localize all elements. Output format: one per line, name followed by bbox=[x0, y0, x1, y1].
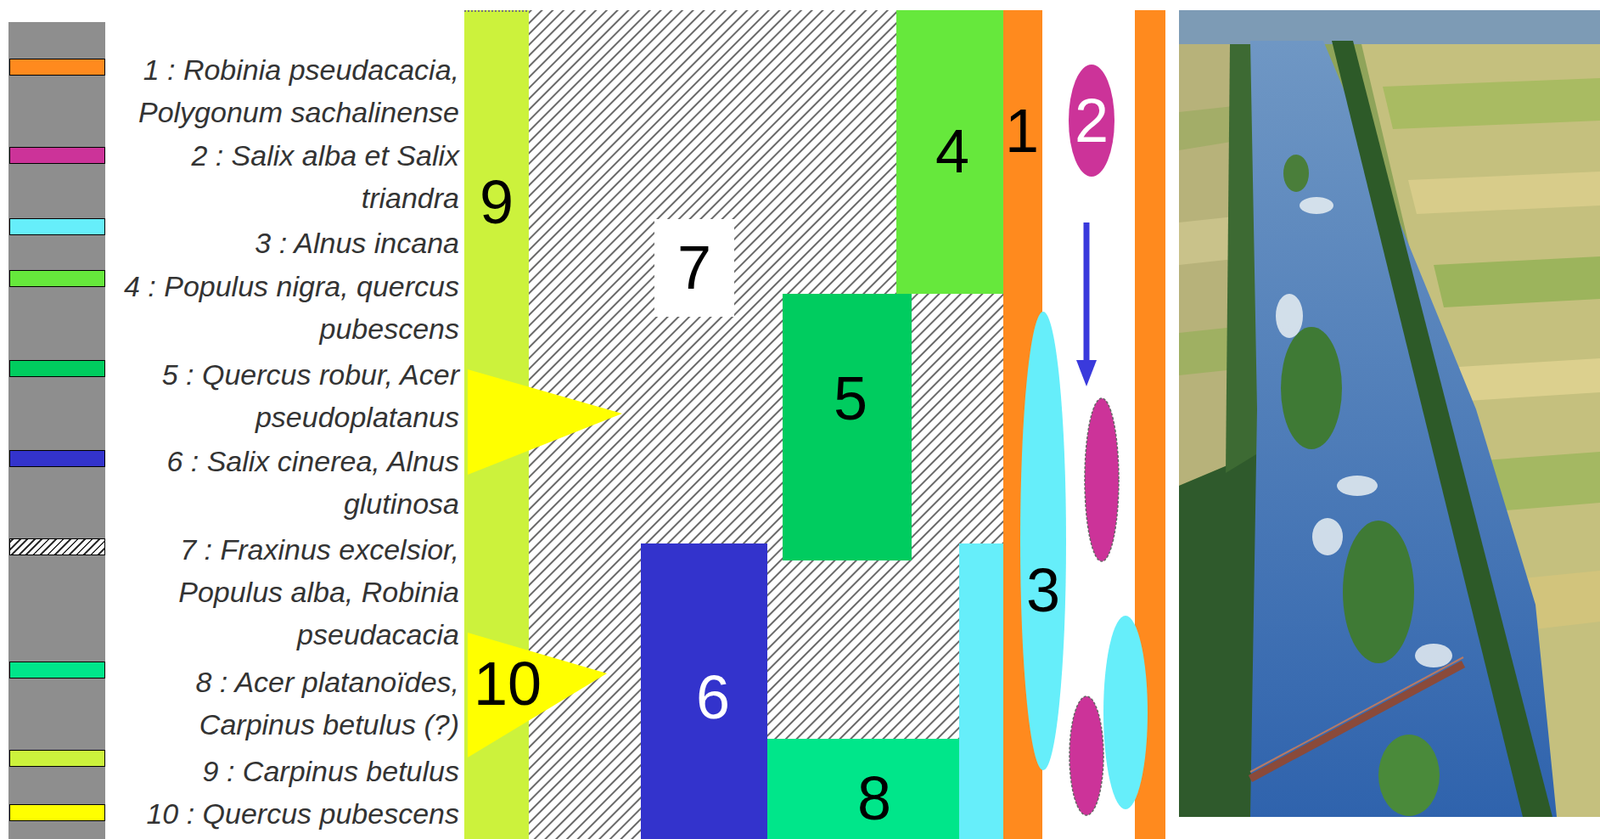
legend-swatch bbox=[9, 538, 106, 556]
legend-text: 3 : Alnus incana bbox=[109, 221, 460, 264]
photo-rapids bbox=[1414, 643, 1453, 668]
zone-block: 4 bbox=[896, 10, 1005, 294]
ellipse-shape bbox=[1020, 311, 1067, 770]
photo-island bbox=[1378, 734, 1440, 816]
photo-haze bbox=[1178, 10, 1600, 45]
legend-swatch bbox=[9, 269, 106, 287]
oak-triangle bbox=[467, 369, 623, 475]
zone-ellipse: 3 bbox=[1020, 311, 1067, 770]
photo-forest bbox=[1178, 451, 1260, 817]
photo-field bbox=[1459, 358, 1600, 401]
legend-swatch bbox=[9, 749, 106, 767]
photo-rapids bbox=[1336, 475, 1378, 496]
photo-island bbox=[1283, 154, 1309, 192]
zone-number: 7 bbox=[654, 218, 735, 317]
photo-bridge bbox=[1250, 663, 1464, 779]
legend: 1 : Robinia pseudacacia, Polygonum sacha… bbox=[0, 0, 476, 839]
shape-outline bbox=[1020, 311, 1067, 770]
legend-swatch bbox=[9, 58, 106, 76]
zone-number: 4 bbox=[935, 120, 970, 182]
photo-levee-trees bbox=[1331, 40, 1553, 817]
flow-arrow bbox=[1083, 222, 1090, 364]
zone-number: 5 bbox=[833, 367, 868, 429]
legend-text: 6 : Salix cinerea, Alnus glutinosa bbox=[109, 439, 460, 525]
legend-text: 1 : Robinia pseudacacia, Polygonum sacha… bbox=[109, 48, 460, 134]
flow-arrowhead bbox=[1076, 359, 1097, 387]
photo-river bbox=[1250, 40, 1557, 817]
zone-block: 6 bbox=[640, 543, 768, 839]
legend-text: 7 : Fraxinus excelsior, Populus alba, Ro… bbox=[109, 527, 460, 656]
band-edge bbox=[464, 10, 529, 12]
willow-ellipse bbox=[1069, 696, 1104, 815]
legend-swatch bbox=[9, 359, 106, 377]
legend-swatch bbox=[9, 449, 106, 467]
legend-strip bbox=[8, 22, 106, 839]
zone-ellipse: 2 bbox=[1068, 64, 1115, 177]
photo-fields bbox=[1178, 44, 1260, 486]
legend-swatch bbox=[9, 661, 106, 679]
zone-block: 5 bbox=[782, 293, 912, 561]
zone-triangle: 10 bbox=[467, 632, 607, 758]
zone-number: 6 bbox=[696, 666, 730, 728]
triangle-shape bbox=[467, 632, 607, 758]
aerial-photo bbox=[1178, 10, 1600, 817]
photo-field bbox=[1382, 78, 1600, 130]
legend-text: 5 : Quercus robur, Acer pseudoplatanus bbox=[109, 353, 460, 438]
legend-text: 2 : Salix alba et Salix triandra bbox=[109, 134, 460, 219]
legend-swatch bbox=[9, 803, 106, 821]
zone-number: 3 bbox=[1026, 559, 1061, 621]
zone-number: 10 bbox=[473, 652, 542, 714]
photo-field bbox=[1433, 256, 1600, 308]
zone-number: 9 bbox=[479, 171, 514, 233]
legend-swatch bbox=[9, 146, 106, 164]
zone-number: 2 bbox=[1074, 89, 1109, 152]
legend-text: 10 : Quercus pubescens bbox=[109, 791, 460, 835]
legend-swatch bbox=[9, 218, 106, 236]
legend-text: 9 : Carpinus betulus bbox=[109, 749, 460, 792]
willow-ellipse bbox=[1084, 398, 1119, 562]
photo-island bbox=[1280, 326, 1342, 450]
photo-rapids bbox=[1312, 517, 1343, 556]
hatched-zone: 7 4 5 6 8 bbox=[528, 10, 1005, 839]
photo-rapids bbox=[1299, 196, 1334, 214]
zone-block: 8 bbox=[767, 738, 960, 839]
photo-bridge-rail bbox=[1250, 656, 1464, 772]
hatched-zone bbox=[528, 10, 1005, 839]
alder-strip bbox=[959, 543, 1005, 839]
photo-island bbox=[1342, 520, 1415, 663]
legend-text: 4 : Populus nigra, quercus pubescens bbox=[109, 264, 460, 350]
photo-rapids bbox=[1275, 293, 1303, 338]
zone-number: 1 bbox=[1004, 100, 1039, 162]
zone-number: 8 bbox=[857, 767, 892, 829]
alder-ellipse bbox=[1103, 615, 1148, 809]
photo-ground bbox=[1178, 10, 1600, 817]
ellipse-shape bbox=[1068, 64, 1115, 177]
legend-text: 8 : Acer platanoïdes, Carpinus betulus (… bbox=[109, 660, 460, 746]
photo-field bbox=[1408, 171, 1600, 214]
